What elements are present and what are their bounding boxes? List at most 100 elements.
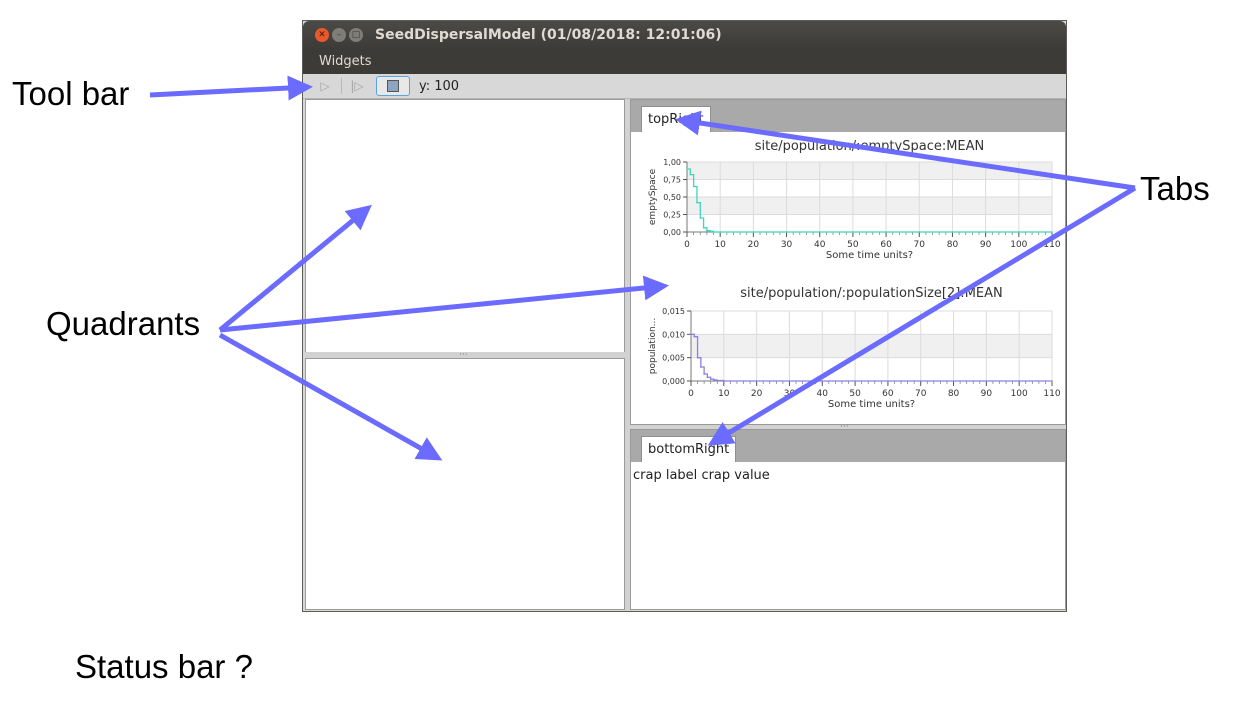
x-tick-label: 40: [817, 389, 829, 399]
chart-title: site/population/:populationSize[2]:MEAN: [740, 286, 1003, 301]
data-point: [984, 231, 987, 233]
data-point: [690, 333, 692, 336]
menu-bar: Widgets: [303, 49, 1066, 74]
tab-top-right[interactable]: topRight: [641, 106, 711, 132]
vertical-splitter[interactable]: [625, 99, 630, 610]
annotation-toolbar: Tool bar: [12, 75, 130, 112]
data-point: [854, 380, 856, 382]
x-tick-label: 110: [1043, 240, 1060, 250]
chart-title: site/population/:emptySpace:MEAN: [755, 139, 985, 154]
data-point: [985, 380, 988, 382]
splitter-grip-icon: ···: [459, 350, 468, 360]
x-tick-label: 90: [981, 389, 993, 399]
stop-button[interactable]: [376, 76, 410, 96]
y-tick-label: 0,00: [663, 228, 681, 237]
data-point: [713, 379, 715, 381]
y-tick-label: 0,25: [663, 211, 681, 220]
data-point: [693, 335, 696, 338]
annotation-statusbar: Status bar ?: [75, 648, 253, 685]
x-tick-label: 60: [880, 240, 892, 250]
horizontal-splitter[interactable]: ···: [305, 350, 625, 360]
x-tick-label: 80: [947, 240, 959, 250]
data-point: [723, 380, 725, 382]
arrow-toolbar: [149, 75, 313, 101]
x-tick-label: 0: [684, 240, 690, 250]
data-point: [885, 231, 887, 233]
menu-widgets[interactable]: Widgets: [319, 54, 372, 69]
toolbar-separator: [341, 78, 342, 94]
x-tick-label: 70: [914, 240, 926, 250]
data-point: [696, 356, 699, 359]
app-window: ✕ – □ SeedDispersalModel (01/08/2018: 12…: [302, 20, 1067, 612]
step-icon: |▷: [350, 79, 364, 93]
x-tick-label: 100: [1010, 240, 1027, 250]
crap-label: crap label: [633, 468, 698, 483]
maximize-icon: □: [351, 30, 361, 40]
plot-band: [687, 162, 1052, 180]
x-tick-label: 40: [814, 240, 826, 250]
data-point: [952, 380, 955, 382]
data-point: [709, 230, 712, 233]
x-tick-label: 30: [784, 389, 796, 399]
title-bar: ✕ – □ SeedDispersalModel (01/08/2018: 12…: [303, 21, 1066, 49]
step-button[interactable]: |▷: [347, 76, 367, 96]
y-tick-label: 0,005: [662, 354, 685, 363]
minimize-icon: –: [336, 30, 342, 40]
data-point: [706, 229, 708, 232]
data-point: [699, 217, 702, 219]
annotation-quadrants: Quadrants: [46, 305, 201, 342]
run-button[interactable]: ▷: [315, 76, 335, 96]
annotation-tabs: Tabs: [1140, 170, 1210, 207]
data-point: [686, 168, 688, 170]
close-window-button[interactable]: ✕: [315, 28, 329, 42]
x-tick-label: 90: [980, 240, 992, 250]
x-tick-label: 10: [718, 389, 730, 399]
y-tick-label: 0,015: [662, 307, 685, 316]
x-tick-label: 100: [1011, 389, 1028, 399]
data-point: [716, 231, 718, 233]
data-point: [1051, 380, 1053, 382]
maximize-window-button[interactable]: □: [349, 28, 363, 42]
bottom-right-content: crap label crap value: [633, 468, 770, 483]
x-tick-label: 70: [915, 389, 927, 399]
quadrant-top-right: topRight site/population/:emptySpace:MEA…: [630, 99, 1066, 425]
minimize-window-button[interactable]: –: [332, 28, 346, 42]
window-title: SeedDispersalModel (01/08/2018: 12:01:06…: [375, 27, 722, 43]
data-point: [1018, 380, 1020, 382]
y-tick-label: 0,000: [662, 377, 685, 386]
data-point: [1051, 231, 1053, 233]
plot-band: [687, 197, 1052, 215]
data-point: [852, 231, 854, 233]
data-point: [692, 185, 695, 188]
top-right-tabstrip: topRight: [631, 100, 1065, 132]
quadrant-bottom-left: [305, 358, 625, 610]
close-icon: ✕: [318, 30, 326, 40]
y-tick-label: 0,75: [663, 176, 681, 185]
data-point: [752, 231, 755, 233]
x-tick-label: 10: [714, 240, 726, 250]
tool-bar: ▷ |▷ y: 100: [303, 74, 1066, 99]
chart-population-size: site/population/:populationSize[2]:MEAN 0…: [648, 286, 1061, 410]
x-tick-label: 80: [948, 389, 960, 399]
bottom-right-tabstrip: bottomRight: [631, 430, 1065, 462]
data-point: [716, 379, 719, 382]
data-point: [1018, 231, 1020, 233]
x-axis-label: Some time units?: [826, 250, 913, 261]
x-tick-label: 110: [1043, 389, 1060, 399]
x-tick-label: 50: [849, 389, 861, 399]
x-tick-label: 0: [688, 389, 694, 399]
plot-band: [691, 334, 1052, 358]
toolbar-y-label: y: 100: [419, 79, 460, 94]
quadrant-bottom-right: bottomRight crap label crap value: [630, 429, 1066, 610]
x-tick-label: 50: [847, 240, 859, 250]
data-point: [821, 380, 824, 382]
stop-icon: [387, 80, 399, 92]
data-point: [709, 378, 712, 380]
data-point: [818, 231, 821, 233]
y-tick-label: 0,50: [663, 193, 681, 202]
data-point: [887, 380, 889, 382]
tab-bottom-right[interactable]: bottomRight: [641, 436, 737, 462]
data-point: [712, 231, 715, 233]
y-axis-label: emptySpace: [648, 168, 658, 225]
x-tick-label: 20: [748, 240, 760, 250]
